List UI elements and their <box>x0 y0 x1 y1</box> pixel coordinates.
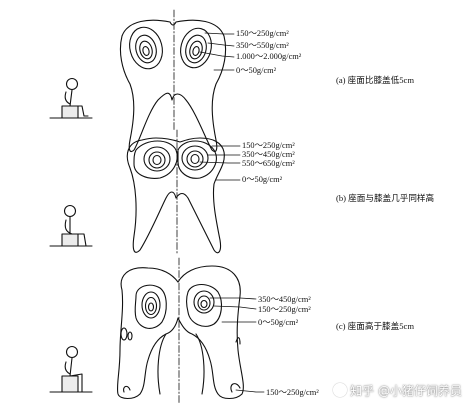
panel-a-label-1: 150～250g/cm² <box>236 29 289 38</box>
panel-b-pressure-map <box>126 129 241 256</box>
watermark-text: 知乎 @小猪仔饲养员 <box>350 384 462 398</box>
panel-b-label-1: 150～250g/cm² <box>242 141 295 150</box>
panel-c-label-4: 150～250g/cm² <box>266 388 319 397</box>
panel-a-outline <box>119 19 227 153</box>
panel-c-label-3: 0～50g/cm² <box>258 318 299 327</box>
panel-c-pressure-map <box>116 257 265 405</box>
panel-b-caption: (b) 座面与膝盖几乎同样高 <box>336 193 435 203</box>
seated-figure-a-icon <box>49 77 93 119</box>
panel-a-label-2: 350～550g/cm² <box>236 41 289 50</box>
seated-figure-c-icon <box>49 345 93 393</box>
panel-c-right-contours <box>185 283 223 327</box>
panel-a-label-3: 1.000～2.000g/cm² <box>236 52 302 61</box>
panel-c-inner-arch <box>157 333 205 395</box>
panel-a-leader-lines <box>199 32 235 71</box>
panel-c-left-contours <box>134 284 167 329</box>
panel-a-right-contours <box>180 27 212 69</box>
panel-c-small-marks <box>120 327 241 393</box>
panel-a-label-4: 0～50g/cm² <box>236 66 277 75</box>
panel-b-label-2: 350～450g/cm² <box>242 150 295 159</box>
panel-b-left-contours <box>133 140 178 179</box>
watermark: 知乎 @小猪仔饲养员 <box>333 382 462 399</box>
panel-c-label-2: 150～250g/cm² <box>258 305 311 314</box>
panel-a-pressure-map <box>119 9 235 153</box>
panel-a-left-contours <box>129 26 163 70</box>
panel-c-caption: (c) 座面高于膝盖5cm <box>336 321 415 331</box>
panel-b-outline <box>126 137 225 254</box>
panel-a-caption: (a) 座面比膝盖低5cm <box>336 75 415 85</box>
panel-c-outline <box>116 265 244 400</box>
seated-figure-b-icon <box>49 204 93 247</box>
panel-b-label-4: 0～50g/cm² <box>242 175 283 184</box>
panel-b-right-contours <box>177 140 217 179</box>
panel-c-label-1: 350～450g/cm² <box>258 295 311 304</box>
panel-b-label-3: 550～650g/cm² <box>242 159 295 168</box>
panel-b-leader-lines <box>199 145 241 181</box>
panel-c-leader-lines <box>209 297 265 393</box>
zhihu-logo-icon <box>333 383 348 397</box>
